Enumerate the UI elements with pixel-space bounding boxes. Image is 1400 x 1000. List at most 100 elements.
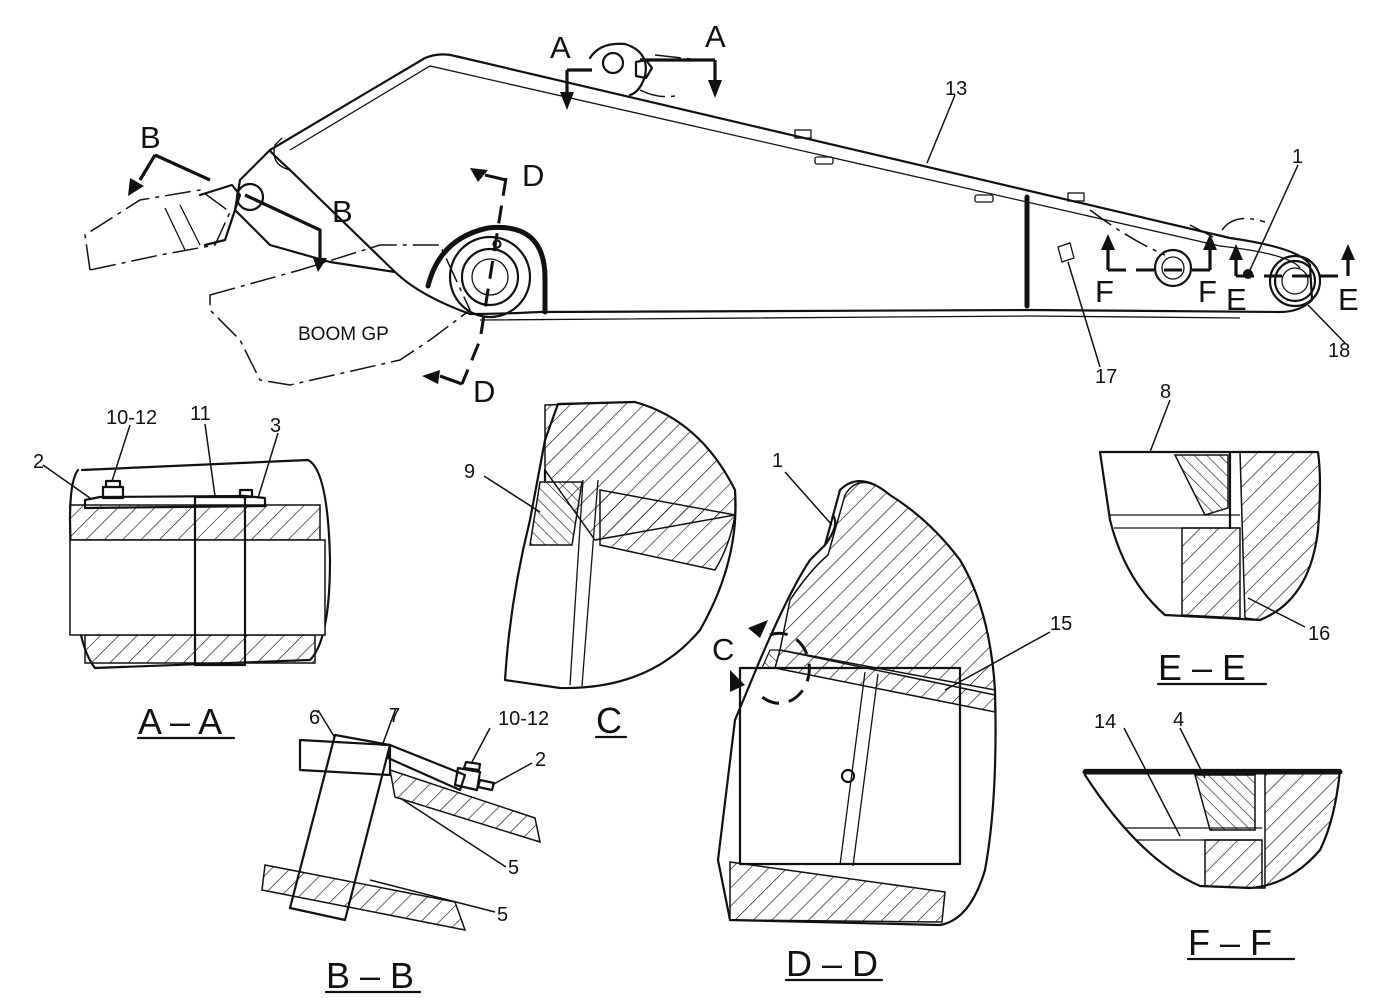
link-pin-outer	[1153, 248, 1193, 288]
view-label-ff: F – F	[1188, 922, 1272, 963]
bb-bolt	[453, 760, 482, 792]
view-label-ee: E – E	[1158, 647, 1246, 688]
boom-cylinder-phantom	[84, 183, 242, 271]
bucket-pin-outer	[1268, 254, 1322, 308]
section-letters: A A B B D D F F E E C	[140, 19, 1359, 667]
section-cut-lines	[128, 58, 1355, 386]
view-label-c: C	[596, 700, 622, 741]
stick-elevation	[233, 42, 1322, 321]
letter-e-right: E	[1338, 282, 1359, 317]
letter-a-right: A	[705, 19, 726, 54]
bb-upper-plate	[389, 768, 541, 844]
main-pivot-outer	[448, 235, 532, 319]
ee-right-hatch	[1239, 451, 1321, 621]
dd-pin-bore	[738, 666, 962, 866]
bracket-phantom	[639, 54, 701, 98]
letter-c-detail: C	[712, 632, 734, 667]
dd-grease-fitting	[823, 513, 837, 547]
callout-13: 13	[945, 78, 967, 100]
letter-f-right: F	[1198, 274, 1217, 309]
top-pin-circle	[601, 51, 625, 75]
bb-plate	[386, 743, 467, 792]
stick-left-plate	[233, 148, 397, 274]
callout-numbers: 13 1 17 18 2 10-12 11 3 6 7 10-12 2 5 5 …	[33, 78, 1350, 926]
bucket-phantom	[1221, 217, 1266, 231]
view-label-bb: B – B	[326, 955, 414, 996]
aa-washer	[238, 488, 254, 499]
callout-2-bb: 2	[535, 749, 546, 771]
letter-e-left: E	[1226, 282, 1247, 317]
top-bracket	[588, 42, 647, 97]
main-leaders	[926, 94, 1346, 368]
callout-16: 16	[1308, 623, 1330, 645]
aa-bore	[69, 539, 326, 636]
c-seal-hatch	[529, 481, 583, 546]
section-b-b	[261, 707, 541, 994]
stick-bottom-flange-inner	[479, 315, 1241, 321]
main-pivot-pin	[471, 258, 509, 296]
callout-5-a: 5	[508, 857, 519, 879]
callout-15: 15	[1050, 613, 1072, 635]
callout-2-aa: 2	[33, 451, 44, 473]
callout-8: 8	[1160, 381, 1171, 403]
section-e-e	[1098, 399, 1322, 686]
callout-10-12-bb: 10-12	[498, 708, 549, 730]
callout-7: 7	[389, 705, 400, 727]
c-bottom-hatch	[599, 489, 736, 571]
cut-line-a	[565, 58, 717, 100]
ff-seal-hatch	[1194, 774, 1256, 831]
letter-a-left: A	[550, 30, 571, 65]
callout-5-b: 5	[497, 904, 508, 926]
letter-d-bottom: D	[473, 374, 495, 409]
ff-bushing-hatch	[1204, 839, 1263, 889]
callout-3: 3	[270, 415, 281, 437]
aa-lower-bore-hatch	[84, 634, 316, 664]
view-label-aa: A – A	[138, 701, 222, 742]
detail-c	[483, 400, 737, 739]
stick-top-flange-inner	[289, 65, 1301, 269]
dd-detail-circle	[758, 631, 811, 705]
cut-line-d	[460, 177, 508, 385]
callout-1-dd: 1	[772, 450, 783, 472]
boom-gp-label: BOOM GP	[298, 324, 389, 345]
view-label-dd: D – D	[786, 943, 878, 984]
letter-f-left: F	[1095, 274, 1114, 309]
bucket-pin-inner	[1281, 267, 1309, 295]
callout-17: 17	[1095, 366, 1117, 388]
bb-lower-plate	[261, 864, 467, 931]
bb-pin	[288, 733, 392, 922]
cylinder-pin-circle	[235, 182, 265, 212]
callout-18: 18	[1328, 340, 1350, 362]
callout-6: 6	[309, 707, 320, 729]
aa-plate	[83, 494, 267, 510]
callout-4: 4	[1173, 709, 1184, 731]
link-phantom	[1089, 209, 1216, 256]
view-labels: A – A B – B C D – D E – E F – F	[138, 647, 1272, 996]
grease-fitting-top	[634, 58, 654, 80]
dd-bottom-hatch	[729, 861, 946, 923]
plate-17	[1057, 242, 1075, 263]
section-d-d	[716, 471, 1051, 982]
callout-11: 11	[190, 403, 211, 425]
letter-b-mid: B	[332, 194, 353, 229]
callout-10-12-aa: 10-12	[106, 407, 157, 429]
dd-top-hatch	[779, 481, 996, 691]
bucket-pin-mid	[1273, 259, 1317, 303]
top-plate-1	[794, 129, 812, 139]
ff-right-hatch	[1249, 772, 1341, 889]
dd-grease-hole	[840, 768, 856, 784]
callout-14: 14	[1094, 711, 1116, 733]
ee-bushing-hatch	[1181, 527, 1241, 619]
letter-d-top: D	[522, 158, 544, 193]
letter-b-top: B	[140, 120, 161, 155]
main-pivot-inner	[460, 247, 520, 307]
section-a-a	[42, 423, 332, 740]
side-plate-2	[974, 194, 994, 203]
cut-line-b	[154, 153, 322, 260]
callout-1-top: 1	[1292, 146, 1303, 168]
boom-gp-phantom: BOOM GP	[209, 244, 471, 386]
link-pin-inner	[1161, 256, 1185, 280]
stick-nose-inner	[273, 137, 291, 171]
side-plate-1	[814, 156, 834, 165]
